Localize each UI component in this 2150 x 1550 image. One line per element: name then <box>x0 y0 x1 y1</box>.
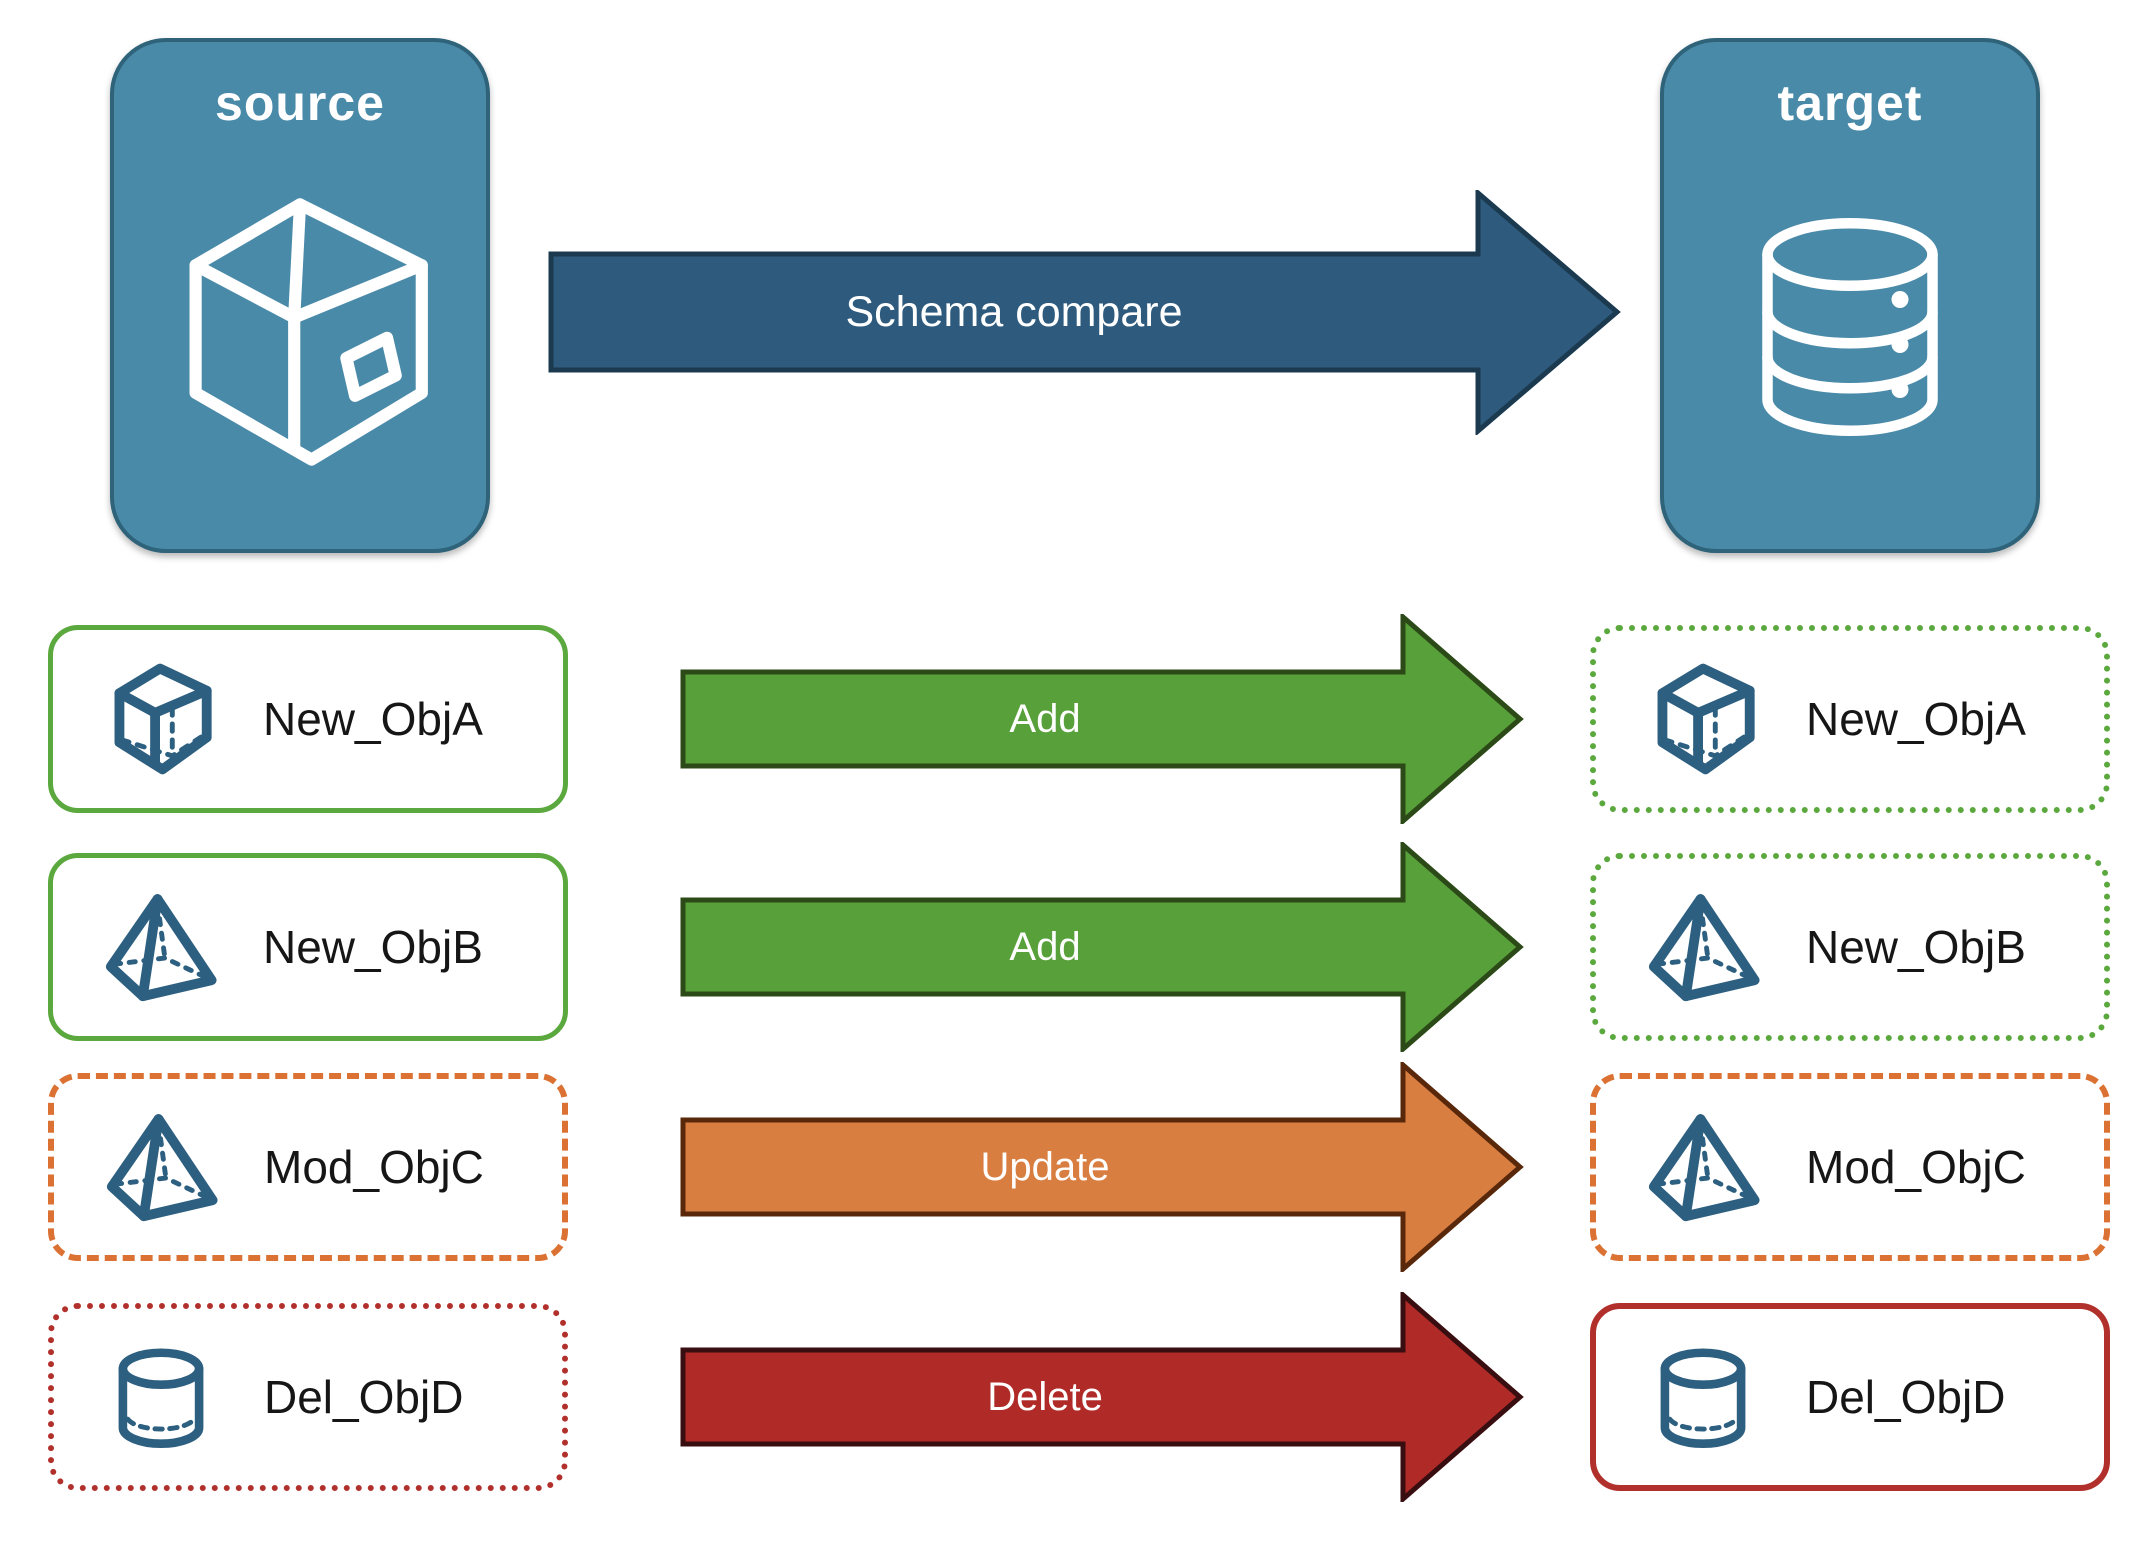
cylinder-icon <box>1644 1338 1762 1456</box>
package-box-icon <box>114 132 486 549</box>
object-label: Del_ObjD <box>1806 1371 2006 1423</box>
add-arrow-label: Add <box>1009 925 1080 969</box>
cylinder-icon <box>102 1338 220 1456</box>
add-arrow-label: Add <box>1009 697 1080 741</box>
pyramid-icon <box>1644 1108 1762 1226</box>
object-label: New_ObjB <box>1806 921 2026 973</box>
object-label: New_ObjB <box>263 921 483 973</box>
cube-icon <box>1644 660 1762 778</box>
source-panel-title: source <box>215 75 385 131</box>
add-arrow-row-1: Add <box>680 842 1524 1052</box>
target-panel: target <box>1660 38 2040 553</box>
object-label: Del_ObjD <box>264 1371 464 1423</box>
source-object-card-new-objb: New_ObjB <box>48 853 568 1041</box>
object-label: New_ObjA <box>263 693 483 745</box>
database-icon <box>1664 132 2036 549</box>
cube-icon <box>101 660 219 778</box>
source-object-card-new-obja: New_ObjA <box>48 625 568 813</box>
target-object-card-del-objd: Del_ObjD <box>1590 1303 2110 1491</box>
source-object-card-mod-objc: Mod_ObjC <box>48 1073 568 1261</box>
object-label: Mod_ObjC <box>264 1141 484 1193</box>
target-panel-title: target <box>1777 75 1923 131</box>
target-object-card-new-objb: New_ObjB <box>1590 853 2110 1041</box>
target-object-card-mod-objc: Mod_ObjC <box>1590 1073 2110 1261</box>
delete-arrow: Delete <box>680 1292 1524 1502</box>
target-object-card-new-obja: New_ObjA <box>1590 625 2110 813</box>
schema-compare-arrow: Schema compare <box>548 190 1621 435</box>
source-object-card-del-objd: Del_ObjD <box>48 1303 568 1491</box>
source-panel: source <box>110 38 490 553</box>
delete-arrow-label: Delete <box>987 1375 1103 1419</box>
add-arrow-row-0: Add <box>680 614 1524 824</box>
update-arrow-label: Update <box>981 1145 1110 1189</box>
update-arrow: Update <box>680 1062 1524 1272</box>
pyramid-icon <box>101 888 219 1006</box>
object-label: Mod_ObjC <box>1806 1141 2026 1193</box>
pyramid-icon <box>1644 888 1762 1006</box>
object-label: New_ObjA <box>1806 693 2026 745</box>
pyramid-icon <box>102 1108 220 1226</box>
schema-compare-arrow-label: Schema compare <box>846 288 1183 336</box>
